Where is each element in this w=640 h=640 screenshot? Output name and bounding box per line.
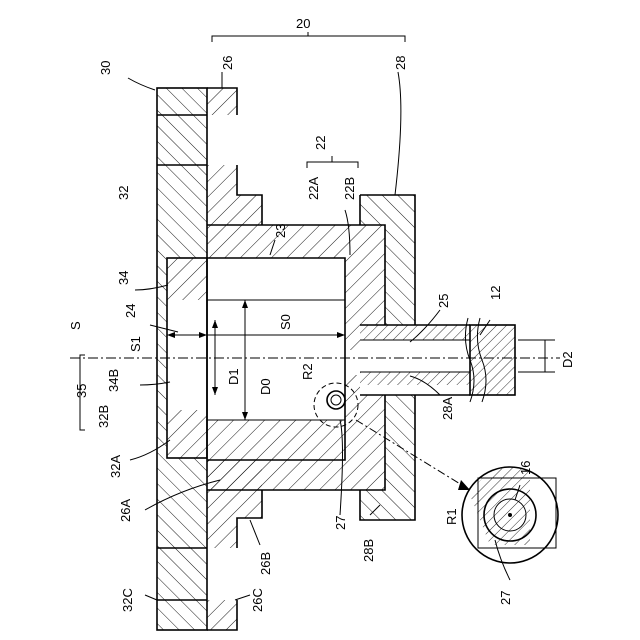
shaft-12 [360,318,515,402]
label-D1: D1 [226,368,241,385]
label-35: 35 [74,384,89,398]
bracket-22 [307,156,358,168]
label-22A: 22A [306,177,321,200]
label-27-detail: 27 [498,591,513,605]
plate-32 [157,88,207,630]
label-32C: 32C [120,588,135,612]
label-S0: S0 [278,314,293,330]
label-23: 23 [273,224,288,238]
label-30: 30 [98,61,113,75]
label-26C: 26C [250,588,265,612]
label-R1: R1 [444,508,459,525]
label-32A: 32A [108,455,123,478]
label-D0: D0 [258,378,273,395]
detail-view [462,467,558,563]
bracket-20 [212,32,405,42]
label-R2: R2 [300,363,315,380]
label-32: 32 [116,186,131,200]
label-24: 24 [123,304,138,318]
label-S: S [68,321,83,330]
detail-arrowhead [458,480,470,490]
label-22: 22 [313,136,328,150]
label-16: 16 [518,461,533,475]
label-27: 27 [333,516,348,530]
label-20: 20 [296,16,310,31]
label-26A: 26A [118,499,133,522]
label-34B: 34B [106,369,121,392]
label-28B: 28B [361,539,376,562]
label-26B: 26B [258,552,273,575]
label-S1: S1 [128,336,143,352]
label-28A: 28A [440,397,455,420]
label-28: 28 [393,56,408,70]
label-34: 34 [116,271,131,285]
label-25: 25 [436,294,451,308]
label-26: 26 [220,56,235,70]
label-D2: D2 [560,351,575,368]
label-22B: 22B [342,177,357,200]
label-12: 12 [488,286,503,300]
label-32B: 32B [96,405,111,428]
